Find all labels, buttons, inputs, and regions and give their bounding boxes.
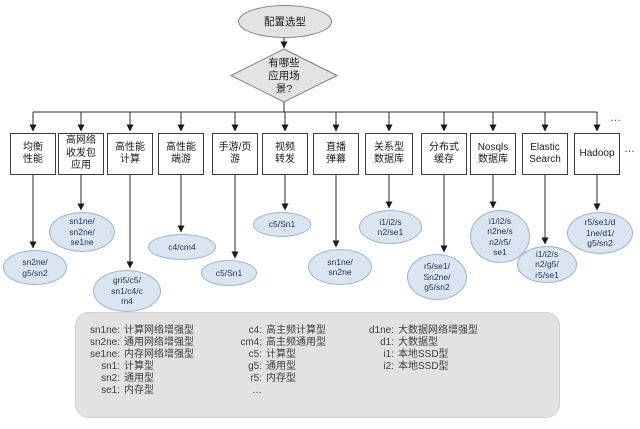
scenario-box-pc-game: 高性能 端游	[158, 133, 204, 175]
legend-desc: 计算型	[124, 361, 154, 372]
scenario-box-elasticsearch: Elastic Search	[522, 133, 568, 175]
legend-row: c5: 计算型	[226, 349, 326, 361]
legend-code: se1ne:	[89, 349, 120, 360]
legend-code: i2:	[383, 361, 394, 372]
legend-desc: 大数据型	[398, 337, 438, 348]
instance-oval-hadoop: r5/se1/d 1ne/d1/ g5/sn2	[567, 212, 633, 254]
legend-row: i2: 本地SSD型	[354, 361, 478, 373]
legend-code: …	[252, 385, 262, 396]
scenario-box-distributed-cache: 分布式 缓存	[421, 133, 467, 175]
legend-code: se1:	[101, 385, 120, 396]
legend-code: sn1:	[101, 361, 120, 372]
legend-row: g5: 通用型	[226, 361, 326, 373]
legend-row: sn2: 通用型	[82, 373, 194, 385]
legend-desc: 高主频计算型	[266, 325, 326, 336]
legend-desc: 大数据网络增强型	[398, 325, 478, 336]
legend-code: c5:	[248, 349, 262, 360]
instance-oval-nosql-db: i1/i2/s n2ne/s n2/r5/ se1	[470, 210, 530, 263]
legend-desc: 本地SSD型	[398, 349, 449, 360]
instance-oval-elasticsearch: i1/i2/s n2/g5/ r5/se1	[517, 246, 577, 283]
legend-code: i1:	[383, 349, 394, 360]
legend-code: sn2ne:	[89, 337, 120, 348]
legend-row: cm4: 高主频通用型	[226, 337, 326, 349]
legend-code: sn2:	[101, 373, 120, 384]
instance-oval-relational-db: i1/i2/s n2/se1	[359, 210, 422, 244]
instance-oval-pc-game: c4/cm4	[148, 234, 216, 260]
instance-oval-distributed-cache: r5/se1/ Sn2ne/ g5/sn2	[407, 254, 467, 300]
legend-desc: 通用型	[124, 373, 154, 384]
scenario-box-mobile-web-game: 手游/页 游	[212, 133, 258, 175]
legend-desc: 本地SSD型	[398, 361, 449, 372]
legend-row: sn2ne: 通用网络增强型	[82, 337, 194, 349]
scenario-box-relational-db: 关系型 数据库	[365, 133, 413, 175]
legend-desc: 通用网络增强型	[124, 337, 194, 348]
legend-row: d1ne: 大数据网络增强型	[354, 325, 478, 337]
legend-row: …	[226, 385, 326, 397]
instance-oval-video-forward: c5/Sn1	[253, 212, 311, 237]
legend-desc: 计算型	[266, 349, 296, 360]
legend-desc: 内存型	[124, 385, 154, 396]
scenario-box-nosql-db: Nosqls 数据库	[470, 133, 516, 175]
decision-label: 有哪些 应用场 景?	[268, 56, 300, 95]
legend-desc: 计算网络增强型	[124, 325, 194, 336]
legend-desc: 高主频通用型	[266, 337, 326, 348]
legend-row: sn1ne: 计算网络增强型	[82, 325, 194, 337]
legend-code: d1:	[380, 337, 394, 348]
legend-code: d1ne:	[368, 325, 394, 336]
scenario-box-hadoop: Hadoop	[574, 133, 620, 175]
more-scenarios-ellipsis-right: …	[624, 143, 636, 155]
instance-oval-balanced: sn2ne/ g5/sn2	[3, 250, 67, 285]
legend-desc: 通用型	[266, 361, 296, 372]
legend-row: r5: 内存型	[226, 373, 326, 385]
legend-column-2: c4: 高主频计算型 cm4: 高主频通用型 c5: 计算型 g5: 通用型 r5: 内存…	[226, 325, 326, 397]
legend-row: se1ne: 内存网络增强型	[82, 349, 194, 361]
legend-row: d1: 大数据型	[354, 337, 478, 349]
legend-row: sn1: 计算型	[82, 361, 194, 373]
legend-panel: sn1ne: 计算网络增强型 sn2ne: 通用网络增强型 se1ne: 内存网络增强…	[75, 312, 560, 418]
instance-oval-mobile-web-game: c5/Sn1	[201, 260, 257, 286]
scenario-box-high-network: 高网络 收发包 应用	[58, 133, 104, 175]
legend-column-1: sn1ne: 计算网络增强型 sn2ne: 通用网络增强型 se1ne: 内存网络增强…	[82, 325, 194, 397]
legend-code: sn1ne:	[89, 325, 120, 336]
legend-code: cm4:	[240, 337, 262, 348]
scenario-box-live-danmaku: 直播 弹幕	[313, 133, 359, 175]
instance-oval-hpc: gn5/c5/ sn1/c4/c m4	[93, 270, 161, 312]
scenario-box-hpc: 高性能 计算	[107, 133, 153, 175]
scenario-box-video-forward: 视频 转发	[262, 133, 308, 175]
instance-oval-high-network: sn1ne/ sn2ne/ se1ne	[49, 212, 115, 252]
instance-oval-live-danmaku: sn1ne/ sn2ne	[308, 249, 372, 285]
legend-desc: 内存型	[266, 373, 296, 384]
legend-code: r5:	[250, 373, 262, 384]
start-node: 配置选型	[238, 5, 332, 38]
legend-code: g5:	[248, 361, 262, 372]
legend-desc: 内存网络增强型	[124, 349, 194, 360]
legend-code: c4:	[248, 325, 262, 336]
more-scenarios-ellipsis-top: …	[610, 112, 622, 124]
scenario-box-balanced: 均衡 性能	[10, 133, 56, 175]
legend-row: i1: 本地SSD型	[354, 349, 478, 361]
legend-column-3: d1ne: 大数据网络增强型 d1: 大数据型 i1: 本地SSD型 i2: 本地SSD…	[354, 325, 478, 373]
legend-row: c4: 高主频计算型	[226, 325, 326, 337]
legend-row: se1: 内存型	[82, 385, 194, 397]
